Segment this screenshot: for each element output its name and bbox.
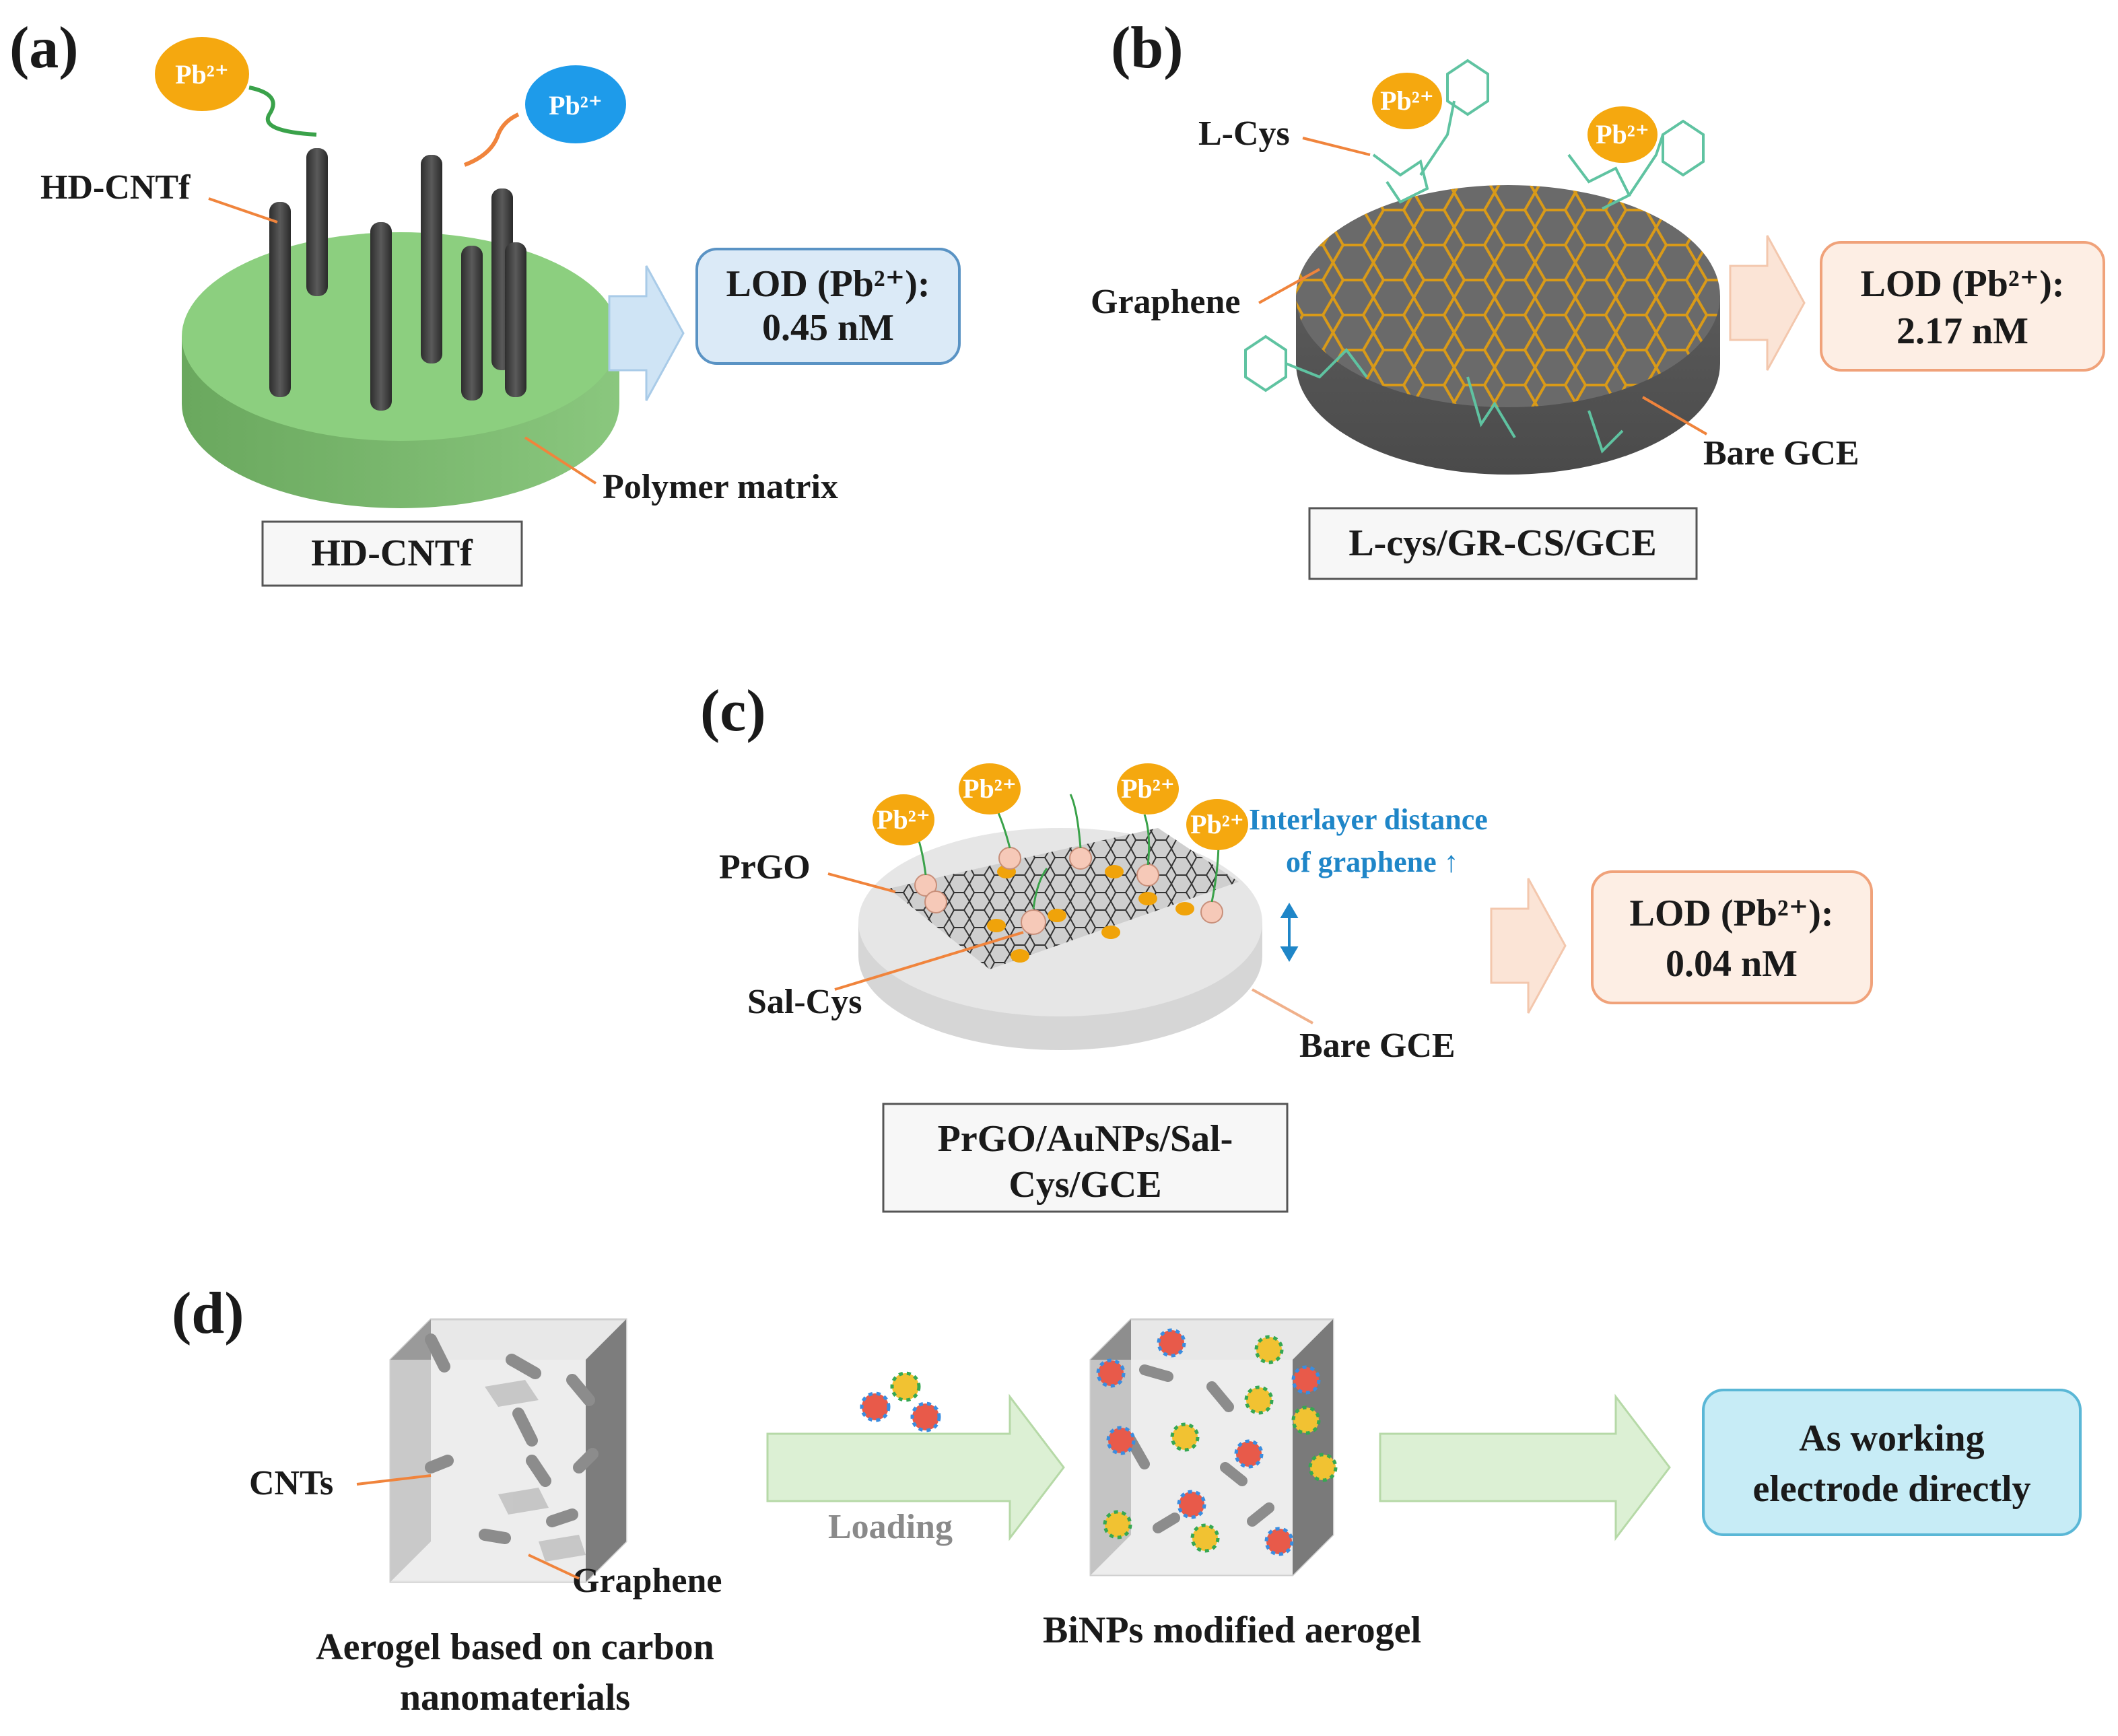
panel-d-letter: (d) — [172, 1281, 244, 1346]
interlayer-note-line1: Interlayer distance — [1249, 803, 1488, 836]
l-cys-label: L-Cys — [1198, 114, 1290, 153]
gce-disc-c — [858, 828, 1262, 1050]
panel-d: (d) CNTs — [172, 1281, 2082, 1718]
panel-a-arrow — [608, 265, 685, 401]
pb-ion-outgoing: Pb²⁺ — [525, 65, 626, 143]
aerogel-caption-line2: nanomaterials — [400, 1677, 630, 1718]
panel-c-caption-line1: PrGO/AuNPs/Sal- — [938, 1118, 1233, 1160]
panel-b-letter: (b) — [1111, 15, 1184, 81]
polymer-matrix-label: Polymer matrix — [603, 468, 838, 506]
panel-c-letter: (c) — [700, 679, 766, 744]
panel-b-lod-line2: 2.17 nM — [1897, 310, 2028, 352]
panel-b-lod-box — [1820, 241, 2105, 372]
pb-ion-incoming: Pb²⁺ — [155, 37, 249, 111]
interlayer-note-line2: of graphene ↑ — [1286, 845, 1459, 878]
prgo-leader — [827, 872, 896, 893]
panel-c-lod-line1: LOD (Pb²⁺): — [1630, 893, 1834, 934]
graphene-sheets-1 — [485, 1380, 586, 1562]
bare-gce-leader-b — [1641, 396, 1708, 436]
ion-path-out — [463, 112, 520, 167]
svg-text:Pb²⁺: Pb²⁺ — [1596, 119, 1649, 149]
panel-a-lod-line1: LOD (Pb²⁺): — [726, 263, 930, 305]
svg-text:Pb²⁺: Pb²⁺ — [1190, 809, 1244, 839]
graphene-leader-d — [528, 1554, 580, 1580]
hd-cntf-leader — [208, 197, 278, 223]
panel-a: (a) Pb²⁺ Pb²⁺ HD-CNTf Po — [9, 15, 961, 587]
loading-arrow — [766, 1393, 1065, 1541]
binps-aerogel-caption: BiNPs modified aerogel — [1043, 1609, 1421, 1651]
pb-ion-b1: Pb²⁺ — [1372, 73, 1442, 129]
aerogel-caption-line1: Aerogel based on carbon — [316, 1626, 714, 1668]
cnt-rods-1 — [425, 1333, 599, 1544]
loading-label: Loading — [828, 1508, 953, 1546]
linker-stalks — [914, 794, 1220, 909]
svg-text:Pb²⁺: Pb²⁺ — [877, 804, 930, 835]
panel-a-letter: (a) — [9, 15, 79, 81]
svg-text:Pb²⁺: Pb²⁺ — [1121, 773, 1175, 804]
sal-cys-label: Sal-Cys — [747, 983, 862, 1021]
sal-cys-beads — [914, 847, 1223, 935]
svg-text:Pb²⁺: Pb²⁺ — [549, 90, 603, 120]
pb-ion-c2: Pb²⁺ — [959, 763, 1021, 814]
svg-text:Pb²⁺: Pb²⁺ — [963, 773, 1017, 804]
electrode-arrow — [1379, 1393, 1671, 1541]
graphene-label-b: Graphene — [1091, 283, 1240, 321]
panel-a-caption: HD-CNTf — [311, 532, 473, 574]
sal-cys-leader — [834, 931, 1024, 991]
panel-c-lod-box — [1591, 870, 1873, 1004]
panel-c-caption-box — [882, 1103, 1289, 1213]
hd-cntf-label: HD-CNTf — [40, 168, 191, 207]
ion-path-in — [248, 85, 317, 137]
working-electrode-box — [1702, 1389, 2082, 1536]
bi-nanoparticles-aerogel — [1096, 1328, 1338, 1556]
cnts-label: CNTs — [249, 1464, 333, 1502]
polymer-matrix-leader — [524, 436, 597, 485]
graphene-leader-b — [1258, 268, 1320, 304]
graphene-label-d: Graphene — [572, 1562, 722, 1600]
bare-gce-label-b: Bare GCE — [1703, 434, 1859, 473]
pb-ion-c1: Pb²⁺ — [873, 794, 934, 845]
cnt-fibers — [269, 148, 526, 411]
bare-gce-disc — [1296, 185, 1720, 475]
svg-text:Pb²⁺: Pb²⁺ — [1380, 85, 1434, 116]
panel-b-caption-box — [1308, 507, 1698, 580]
bare-gce-leader-c — [1252, 988, 1313, 1025]
cnt-rods-2 — [1126, 1364, 1274, 1533]
pb-ion-c4: Pb²⁺ — [1186, 799, 1248, 850]
panel-b: (b) Pb²⁺ Pb²⁺ L — [1091, 15, 2105, 580]
panel-c-caption-line2: Cys/GCE — [1009, 1164, 1161, 1206]
prgo-label: PrGO — [719, 848, 811, 887]
l-cys-molecules — [1244, 59, 1705, 454]
panel-c-lod-line2: 0.04 nM — [1666, 943, 1798, 985]
aerogel-cube — [389, 1318, 627, 1583]
polymer-matrix-disc — [182, 232, 619, 508]
panel-a-lod-line2: 0.45 nM — [762, 307, 894, 349]
panel-b-arrow — [1729, 235, 1806, 371]
panel-a-lod-box — [695, 248, 961, 365]
interlayer-arrow — [1280, 903, 1299, 962]
pb-ion-c3: Pb²⁺ — [1117, 763, 1179, 814]
binps-aerogel-cube — [1089, 1318, 1338, 1576]
panel-b-lod-line1: LOD (Pb²⁺): — [1861, 263, 2065, 305]
panel-c: (c) — [700, 679, 1873, 1213]
bi-nanoparticles-loading — [860, 1371, 941, 1432]
working-electrode-line2: electrode directly — [1752, 1468, 2030, 1510]
bare-gce-label-c: Bare GCE — [1299, 1027, 1456, 1065]
l-cys-leader — [1302, 137, 1371, 156]
panel-c-arrow — [1490, 878, 1567, 1014]
cnts-leader — [356, 1474, 432, 1486]
pb-ion-b2: Pb²⁺ — [1587, 106, 1658, 163]
au-nanoparticles — [987, 865, 1194, 963]
panel-b-caption: L-cys/GR-CS/GCE — [1348, 522, 1656, 564]
svg-text:Pb²⁺: Pb²⁺ — [175, 59, 229, 90]
panel-a-caption-box — [261, 520, 523, 587]
working-electrode-line1: As working — [1799, 1418, 1984, 1459]
